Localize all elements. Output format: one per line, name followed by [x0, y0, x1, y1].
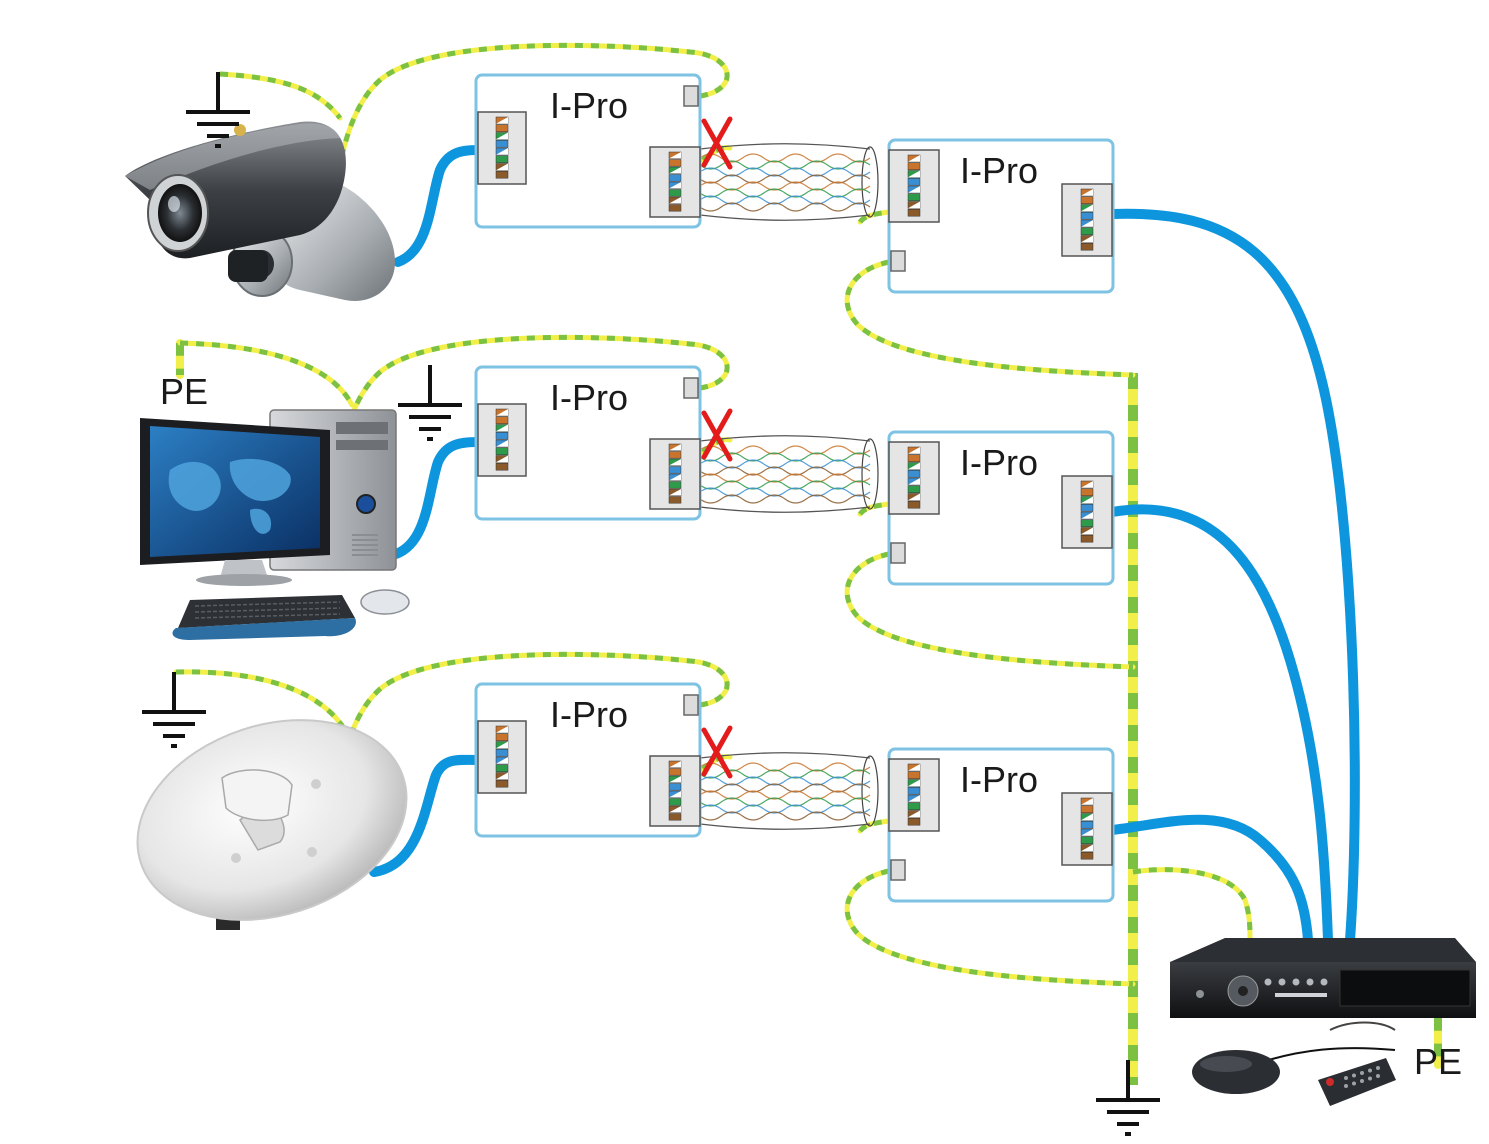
ground-terminal-right-computer: [890, 542, 906, 564]
rj45-port-right-in-camera: [888, 149, 940, 223]
data-cable-to-dvr-computer: [1107, 504, 1333, 945]
data-cable-device-computer: [391, 437, 483, 559]
camera-icon: [125, 121, 395, 301]
ground-wire-to-bus-computer: [844, 551, 1136, 670]
ipro-label-left-camera: I-Pro: [550, 85, 628, 126]
data-cable-to-dvr-camera: [1107, 208, 1360, 945]
ipro-label-right-computer: I-Pro: [960, 442, 1038, 483]
rj45-port-left-out-computer: [649, 438, 701, 510]
ground-wire-device-antenna: [335, 651, 730, 784]
ipro-box-right-camera: [887, 138, 1115, 294]
ground-terminal-left-computer: [683, 377, 699, 399]
ground-wire-device-computer: [335, 334, 730, 467]
dvr-icon: [1170, 938, 1476, 1031]
computer-icon: [140, 409, 410, 640]
disconnect-x-icon-camera: [701, 116, 733, 170]
disconnect-x-icon-antenna: [701, 725, 733, 779]
ipro-box-left-computer: [474, 365, 702, 521]
pe-label-dvr: PE: [1414, 1041, 1462, 1082]
ipro-label-right-antenna: I-Pro: [960, 759, 1038, 800]
ipro-box-right-antenna: [887, 747, 1115, 903]
rj45-port-left-out-antenna: [649, 755, 701, 827]
rj45-port-right-out-camera: [1061, 183, 1113, 257]
ipro-box-left-camera: [474, 73, 702, 229]
ground-terminal-right-camera: [890, 250, 906, 272]
ground-wire-dvr: [1130, 867, 1253, 943]
earth-ground-icon-antenna: [142, 672, 206, 748]
data-cable-device-antenna: [369, 754, 483, 877]
pe-label-computer: PE: [160, 371, 208, 412]
twisted-pair-cable-computer: [699, 435, 879, 513]
mouse-icon: [1192, 1047, 1396, 1094]
data-cable-device-camera: [393, 145, 483, 267]
ground-terminal-right-antenna: [890, 859, 906, 881]
pe-link-computer: [177, 340, 355, 408]
earth-ground-icon-camera: [186, 72, 250, 148]
rj45-port-right-in-computer: [888, 441, 940, 515]
twisted-pair-cable-camera: [699, 143, 879, 221]
ground-terminal-left-camera: [683, 85, 699, 107]
disconnect-x-icon-computer: [701, 408, 733, 462]
ipro-label-left-antenna: I-Pro: [550, 694, 628, 735]
data-cable-to-dvr-antenna: [1107, 814, 1313, 945]
pe-wire-antenna: [173, 669, 348, 733]
twisted-pair-cable-antenna: [699, 752, 879, 830]
remote-control-icon: [1318, 1058, 1396, 1106]
rj45-port-left-out-camera: [649, 146, 701, 218]
ground-wire-device-camera: [335, 42, 730, 175]
ground-wire-to-bus-camera: [844, 259, 1136, 378]
rj45-port-left-in-computer: [477, 403, 527, 477]
rj45-port-left-in-antenna: [477, 720, 527, 794]
rj45-port-right-in-antenna: [888, 758, 940, 832]
main-earth-ground-icon: [1096, 1060, 1160, 1136]
rj45-port-right-out-computer: [1061, 475, 1113, 549]
earth-ground-icon-computer: [398, 365, 462, 441]
ipro-box-right-computer: [887, 430, 1115, 586]
pe-wire-camera: [217, 71, 343, 121]
rj45-port-left-in-camera: [477, 111, 527, 185]
ipro-label-left-computer: I-Pro: [550, 377, 628, 418]
ground-terminal-left-antenna: [683, 694, 699, 716]
antenna-dish-icon: [136, 719, 408, 930]
rj45-port-right-out-antenna: [1061, 792, 1113, 866]
ground-wire-to-bus-antenna: [844, 868, 1136, 987]
ipro-box-left-antenna: [474, 682, 702, 838]
ipro-label-right-camera: I-Pro: [960, 150, 1038, 191]
